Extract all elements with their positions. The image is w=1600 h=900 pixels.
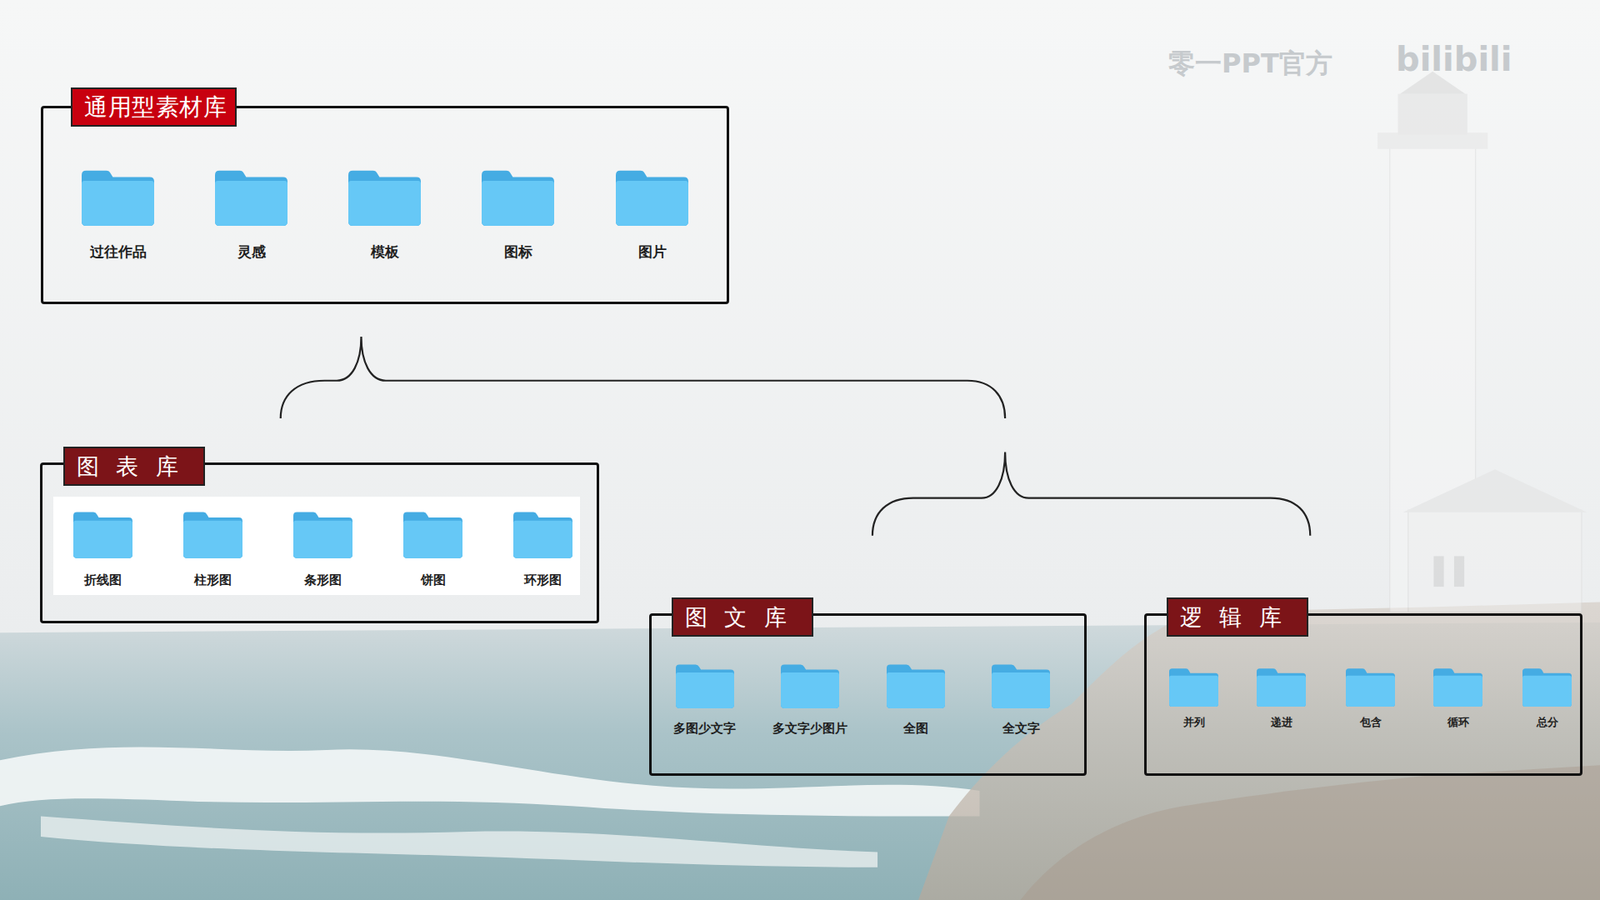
folder-icon xyxy=(293,510,353,559)
folder-icon xyxy=(886,663,945,709)
folder-item: 多图少文字 xyxy=(673,663,736,736)
folder-item: 并列 xyxy=(1169,667,1219,729)
folder-item: 递进 xyxy=(1256,667,1306,729)
folder-label: 过往作品 xyxy=(90,244,147,260)
folder-item: 条形图 xyxy=(293,510,353,588)
folder-icon xyxy=(1522,667,1572,707)
folder-item: 柱形图 xyxy=(183,510,243,588)
folder-label: 折线图 xyxy=(84,573,122,588)
folder-item: 折线图 xyxy=(73,510,133,588)
folder-label: 递进 xyxy=(1270,716,1293,729)
folder-icon xyxy=(780,663,840,709)
folder-icon xyxy=(215,169,288,226)
curly-brace xyxy=(280,336,1005,419)
folder-icon xyxy=(615,169,689,226)
folder-label: 模板 xyxy=(370,244,400,260)
folder-label: 全图 xyxy=(903,721,929,736)
folder-label: 总分 xyxy=(1536,716,1559,729)
folder-icon xyxy=(991,663,1050,709)
folder-icon xyxy=(81,169,155,226)
folder-label: 图片 xyxy=(638,244,667,260)
library-box: 逻辑库并列递进包含循环总分 xyxy=(1144,613,1583,776)
folder-icon xyxy=(1433,667,1483,707)
library-title: 逻辑库 xyxy=(1166,597,1309,637)
folder-item: 环形图 xyxy=(513,510,573,588)
folder-item: 模板 xyxy=(348,169,421,260)
folder-label: 并列 xyxy=(1183,716,1205,729)
folder-item: 灵感 xyxy=(215,169,288,260)
library-title: 图表库 xyxy=(63,446,205,486)
watermark: 零一PPT官方 xyxy=(1168,45,1333,83)
folder-item: 图标 xyxy=(481,169,555,260)
curly-brace xyxy=(872,451,1310,535)
folder-item: 多文字少图片 xyxy=(772,663,848,736)
folder-icon xyxy=(348,169,421,226)
folder-icon xyxy=(1256,667,1306,707)
folder-icon xyxy=(183,510,243,559)
folder-label: 图标 xyxy=(504,244,533,260)
folder-item: 循环 xyxy=(1433,667,1483,729)
folder-item: 全图 xyxy=(886,663,945,736)
folder-label: 柱形图 xyxy=(194,573,232,588)
folder-icon xyxy=(1345,667,1395,707)
folder-label: 多图少文字 xyxy=(673,721,736,736)
library-box: 图表库折线图柱形图条形图饼图环形图 xyxy=(40,462,600,624)
folder-label: 包含 xyxy=(1360,716,1382,729)
folder-label: 饼图 xyxy=(420,573,446,588)
folder-icon xyxy=(403,510,463,559)
folder-label: 灵感 xyxy=(237,244,266,260)
folder-label: 多文字少图片 xyxy=(772,721,848,736)
folder-label: 全文字 xyxy=(1002,721,1040,736)
library-box: 通用型素材库过往作品灵感模板图标图片 xyxy=(40,105,730,305)
library-box: 图文库多图少文字多文字少图片全图全文字 xyxy=(649,613,1087,776)
folder-icon xyxy=(513,510,573,559)
library-title: 图文库 xyxy=(671,597,814,637)
folder-icon xyxy=(1169,667,1219,707)
folder-item: 饼图 xyxy=(403,510,463,588)
folder-item: 包含 xyxy=(1345,667,1395,729)
folder-item: 总分 xyxy=(1522,667,1572,729)
folder-item: 全文字 xyxy=(991,663,1050,736)
folder-icon xyxy=(675,663,735,709)
folder-item: 图片 xyxy=(615,169,689,260)
library-title: 通用型素材库 xyxy=(70,87,237,127)
folder-item: 过往作品 xyxy=(81,169,155,260)
folder-label: 循环 xyxy=(1447,716,1470,729)
watermark: bilibili xyxy=(1395,40,1513,79)
folder-icon xyxy=(481,169,555,226)
folder-label: 环形图 xyxy=(524,573,562,588)
folder-label: 条形图 xyxy=(304,573,342,588)
folder-icon xyxy=(73,510,133,559)
